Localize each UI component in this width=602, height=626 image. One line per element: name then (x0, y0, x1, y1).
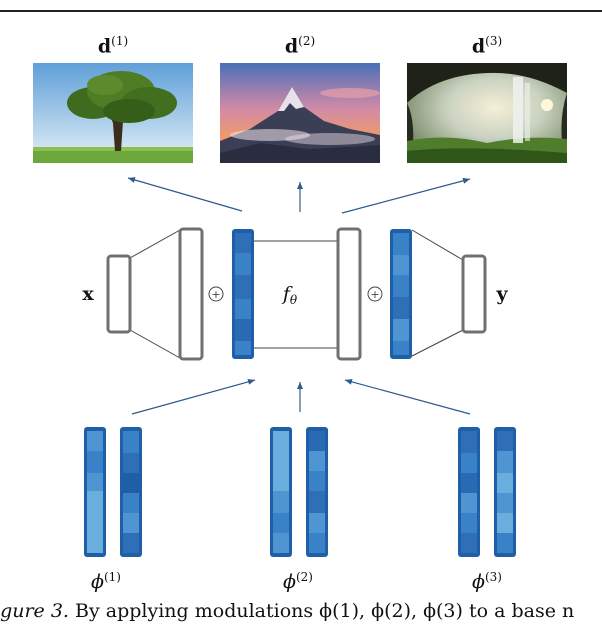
f-label: fθ (281, 283, 298, 307)
hidden-layer-2 (336, 227, 362, 361)
f-symbol: f (281, 283, 293, 305)
arrow-from-phi3 (344, 378, 471, 415)
hidden-layer-1 (178, 227, 204, 361)
phi1-modulation-b (120, 427, 142, 557)
figure-caption: igure 3. By applying modulations ϕ(1), ϕ… (0, 600, 602, 622)
phi2-modulation-a (270, 427, 292, 557)
connector-y-top (411, 229, 464, 261)
d3-symbol: d (471, 35, 486, 58)
d1-title: d(1) (33, 34, 193, 57)
waterfall-photo (407, 63, 567, 163)
caption-text: By applying modulations ϕ(1), ϕ(2), ϕ(3)… (75, 600, 575, 622)
plus-circle-left (208, 286, 224, 302)
output-layer (461, 254, 487, 334)
d3-title: d(3) (407, 34, 567, 57)
connector-x-top (129, 229, 181, 259)
phi3-modulation-a (458, 427, 480, 557)
y-label: y (495, 283, 508, 305)
phi1-superscript: (1) (104, 570, 121, 584)
tree-photo (33, 63, 193, 163)
phi3-modulation-b (494, 427, 516, 557)
d3-superscript: (3) (485, 34, 503, 48)
phi2-label: ϕ(2) (283, 570, 313, 593)
phi2-superscript: (2) (296, 570, 313, 584)
phi3-superscript: (3) (485, 570, 502, 584)
network-modulation-right (390, 229, 412, 359)
top-rule (0, 0, 602, 12)
d2-superscript: (2) (298, 34, 316, 48)
mountain-photo (220, 63, 380, 163)
connector-x-bottom (129, 329, 181, 359)
phi3-label: ϕ(3) (472, 570, 502, 593)
phi1-label: ϕ(1) (91, 570, 121, 593)
phi2-modulation-b (306, 427, 328, 557)
network-modulation-left (232, 229, 254, 359)
input-layer (106, 254, 132, 334)
arrow-to-d3 (341, 177, 471, 214)
d1-superscript: (1) (111, 34, 129, 48)
d2-symbol: d (284, 35, 299, 58)
phi1-modulation-a (84, 427, 106, 557)
arrow-from-phi1 (131, 378, 256, 415)
d2-title: d(2) (220, 34, 380, 57)
phi1-symbol: ϕ (91, 571, 104, 593)
plus-circle-right (367, 286, 383, 302)
figure-number: igure 3. (0, 600, 69, 622)
x-label: x (82, 283, 94, 305)
plus-right-label: + (370, 288, 379, 301)
arrow-to-d1 (127, 177, 243, 212)
connector-y-bottom (411, 329, 464, 357)
f-subscript: θ (290, 293, 298, 307)
plus-left-label: + (211, 288, 220, 301)
phi2-symbol: ϕ (283, 571, 296, 593)
d1-symbol: d (97, 35, 112, 58)
phi3-symbol: ϕ (472, 571, 485, 593)
